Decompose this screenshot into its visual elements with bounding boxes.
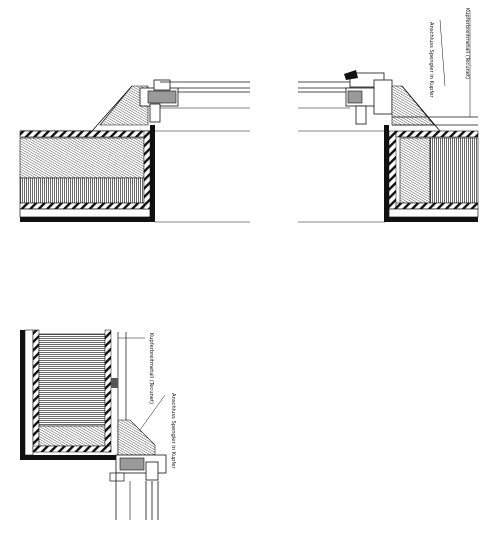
section-top-left [19, 79, 250, 223]
section-bottom [20, 329, 167, 520]
label-anschluss-spengler-top: Anschluss Spengler in Kupfer [428, 22, 434, 98]
label-anschluss-spengler-bottom: Anschluss Spengler in Kupfer [170, 393, 176, 469]
label-kupferbreitmetall-bottom: Kupferbreitmetall (Tecunet) [148, 333, 154, 404]
label-kupferbreitmetall-top: Kupferbreitmetall (Tecunet) [464, 8, 470, 79]
section-top-right [298, 10, 479, 223]
